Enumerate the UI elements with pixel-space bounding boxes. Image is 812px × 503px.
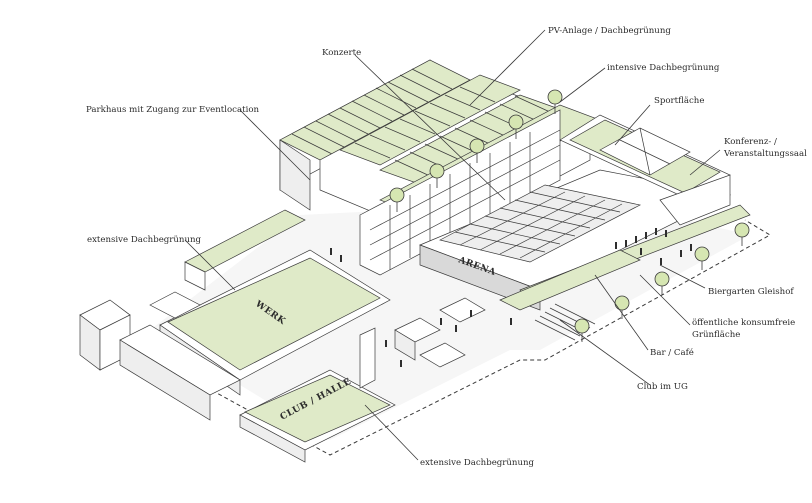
label-gruen-1: öffentliche konsumfreie [692,318,795,328]
label-bar: Bar / Café [650,347,694,358]
tree [508,114,524,139]
plaza-volumes [359,297,486,389]
people [330,228,692,367]
leader-lines [184,29,721,461]
tree [654,271,670,295]
label-konferenz-1: Konferenz- / [724,137,777,147]
label-intensive: intensive Dachbegrünung [607,63,720,73]
label-gruen-2: Grünfläche [692,330,740,340]
trees [389,89,750,342]
tree [574,318,590,342]
stairs [534,303,596,341]
left-small-buildings [79,291,241,421]
label-parkhaus: Parkhaus mit Zugang zur Eventlocation [86,105,259,115]
label-extensive-bottom: extensive Dachbegrünung [420,458,535,468]
label-sport: Sportfläche [654,96,704,106]
tree [469,138,485,163]
tree [547,89,563,114]
conference-block [559,114,731,226]
label-club-ug: Club im UG [637,382,688,392]
tree [389,187,405,212]
hall-facade [359,109,561,276]
labels: PV-Anlage / Dachbegrünung Konzerte inten… [86,26,807,468]
label-extensive-top: extensive Dachbegrünung [87,235,202,245]
label-konferenz-2: Veranstaltungssaal [723,149,807,159]
tree [694,246,710,270]
tree [614,295,630,319]
label-biergarten: Biergarten Gleishof [708,287,794,297]
tree [734,222,750,246]
extensive-roof-top [184,209,306,291]
tree [429,163,445,188]
label-pv: PV-Anlage / Dachbegrünung [548,26,671,36]
label-konzerte: Konzerte [322,48,361,58]
arena-building: ARENA [419,169,732,311]
